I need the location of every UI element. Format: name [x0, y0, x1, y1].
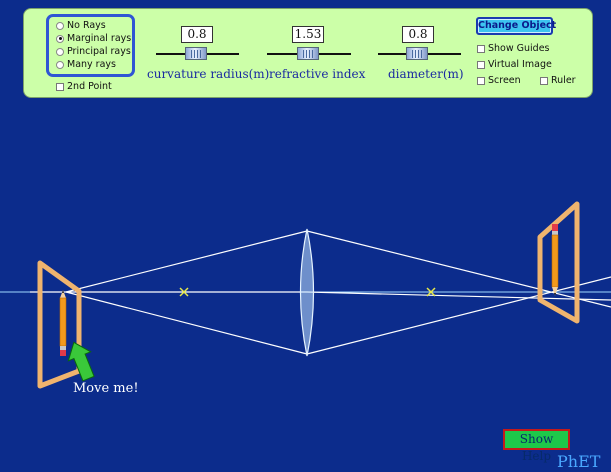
radio-label: No Rays	[67, 20, 106, 31]
pencil-image-icon	[551, 224, 559, 296]
image-frame	[537, 201, 580, 324]
curvature-value-field[interactable]: 0.8	[181, 26, 213, 43]
ray-upper-incoming	[65, 230, 308, 293]
screen-checkbox[interactable]: Screen	[477, 75, 521, 86]
diameter-value-field[interactable]: 0.8	[402, 26, 434, 43]
radio-button[interactable]	[56, 60, 64, 69]
checkbox-label: 2nd Point	[67, 81, 112, 92]
checkbox-label: Ruler	[551, 75, 576, 86]
checkbox[interactable]	[56, 82, 64, 91]
pencil-object-icon[interactable]	[59, 290, 67, 356]
radio-button[interactable]	[56, 21, 64, 30]
checkbox-label: Virtual Image	[488, 59, 552, 70]
second-point-checkbox[interactable]: 2nd Point	[56, 81, 112, 92]
change-object-button[interactable]: Change Object	[476, 17, 556, 35]
curvature-slider-thumb[interactable]	[185, 47, 207, 60]
focal-point-right-icon	[426, 287, 436, 297]
radio-many-rays[interactable]: Many rays	[56, 59, 116, 70]
radio-label: Principal rays	[67, 46, 131, 57]
checkbox-label: Screen	[488, 75, 521, 86]
refractive-label: refractive index	[269, 67, 366, 81]
ray-type-group: No Rays Marginal rays Principal rays Man…	[46, 14, 135, 77]
virtual-image-checkbox[interactable]: Virtual Image	[477, 59, 552, 70]
radio-marginal-rays[interactable]: Marginal rays	[56, 33, 131, 44]
move-me-hint: Move me!	[73, 381, 139, 396]
show-guides-checkbox[interactable]: Show Guides	[477, 43, 550, 54]
move-arrow-icon	[67, 341, 95, 382]
refractive-value-field[interactable]: 1.53	[292, 26, 324, 43]
checkbox[interactable]	[477, 60, 485, 69]
ray-axial-outgoing	[306, 291, 611, 301]
checkbox[interactable]	[477, 76, 485, 85]
checkbox[interactable]	[540, 76, 548, 85]
checkbox-label: Show Guides	[488, 43, 550, 54]
ray-lower-incoming	[65, 291, 308, 355]
refractive-slider-thumb[interactable]	[297, 47, 319, 60]
radio-button[interactable]	[56, 47, 64, 56]
control-panel: No Rays Marginal rays Principal rays Man…	[23, 8, 593, 98]
ray-upper-outgoing	[306, 230, 611, 308]
radio-button[interactable]	[56, 34, 64, 43]
object-frame[interactable]	[37, 260, 82, 389]
phet-logo[interactable]: PhET	[557, 452, 601, 471]
checkbox[interactable]	[477, 44, 485, 53]
diameter-slider-thumb[interactable]	[406, 47, 428, 60]
radio-principal-rays[interactable]: Principal rays	[56, 46, 131, 57]
radio-label: Marginal rays	[67, 33, 132, 44]
convex-lens[interactable]	[299, 228, 315, 357]
ray-lower-outgoing	[306, 276, 611, 355]
radio-no-rays[interactable]: No Rays	[56, 20, 106, 31]
ruler-checkbox[interactable]: Ruler	[540, 75, 576, 86]
radio-label: Many rays	[67, 59, 116, 70]
focal-point-left-icon	[179, 287, 189, 297]
diameter-label: diameter(m)	[388, 67, 464, 81]
show-help-button[interactable]: Show Help	[503, 429, 570, 463]
curvature-label: curvature radius(m)	[147, 67, 270, 81]
